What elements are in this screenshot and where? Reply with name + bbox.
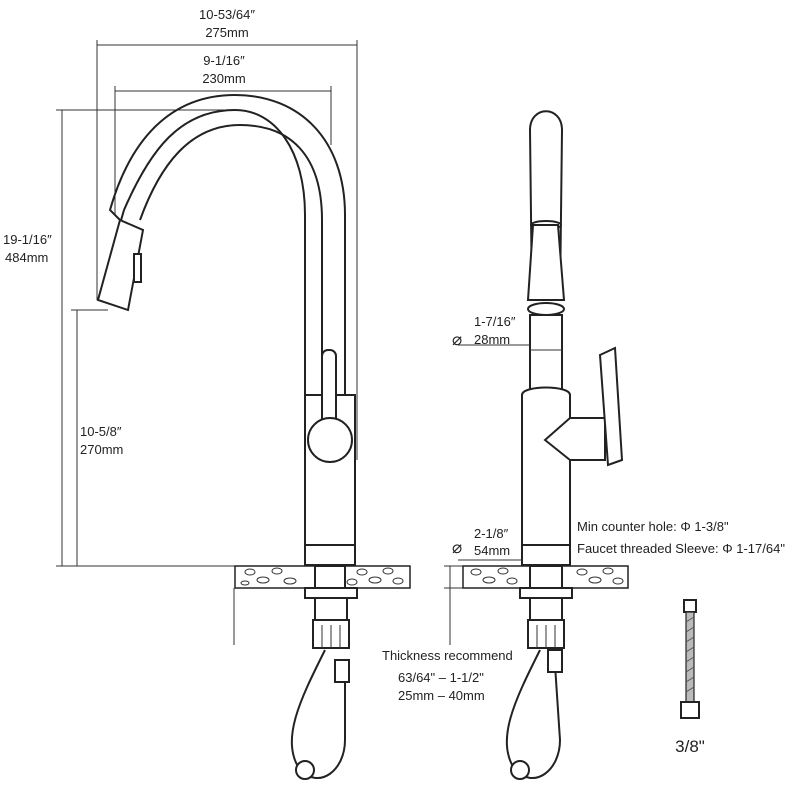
handle-front <box>598 346 624 467</box>
overall-width-dimension: 10-53/64″ 275mm <box>96 7 358 460</box>
spout-height-mm-label: 270mm <box>80 442 123 457</box>
spout-height-inch-label: 10-5/8″ <box>80 424 122 439</box>
overall-width-inch-label: 10-53/64″ <box>199 7 255 22</box>
handle-knob <box>307 417 353 463</box>
spray-head <box>96 218 145 312</box>
spray-diameter-inch-label: 1-7/16″ <box>474 314 516 329</box>
base-diameter-symbol: ⌀ <box>452 538 462 557</box>
spout-reach-inch-label: 9-1/16″ <box>203 53 245 68</box>
faucet-front-view <box>521 110 624 566</box>
base-diameter-mm-label: 54mm <box>474 543 510 558</box>
base-diameter-inch-label: 2-1/8″ <box>474 526 509 541</box>
thickness-note: Thickness recommend 63/64" – 1-1/2" 25mm… <box>382 648 513 703</box>
spray-diameter-callout: ⌀ 1-7/16″ 28mm <box>452 314 530 349</box>
thickness-mm-range: 25mm – 40mm <box>398 688 485 703</box>
under-counter-hardware-left <box>290 587 358 780</box>
total-height-dimension: 19-1/16″ 484mm <box>3 109 302 567</box>
faucet-side-view <box>96 93 356 566</box>
min-counter-hole-note: Min counter hole: Φ 1-3/8" <box>577 519 729 534</box>
faucet-body-front <box>521 386 571 546</box>
total-height-inch-label: 19-1/16″ <box>3 232 52 247</box>
thickness-inch-range: 63/64" – 1-1/2" <box>398 670 484 685</box>
spray-diameter-symbol: ⌀ <box>452 330 462 349</box>
supply-hose: 3/8" <box>675 599 705 756</box>
spout-height-dimension: 10-5/8″ 270mm <box>71 309 123 566</box>
spray-head-front <box>526 224 566 301</box>
total-height-mm-label: 484mm <box>5 250 48 265</box>
hose-size-label: 3/8" <box>675 737 705 756</box>
spray-button <box>133 253 142 283</box>
countertop-right <box>444 565 629 645</box>
base-diameter-callout: ⌀ 2-1/8″ 54mm <box>452 526 522 561</box>
thickness-title: Thickness recommend <box>382 648 513 663</box>
spout-reach-dimension: 9-1/16″ 230mm <box>114 53 332 215</box>
spray-diameter-mm-label: 28mm <box>474 332 510 347</box>
under-counter-hardware-right <box>505 587 573 780</box>
overall-width-mm-label: 275mm <box>205 25 248 40</box>
threaded-sleeve-note: Faucet threaded Sleeve: Φ 1-17/64" <box>577 541 785 556</box>
spout-reach-mm-label: 230mm <box>202 71 245 86</box>
